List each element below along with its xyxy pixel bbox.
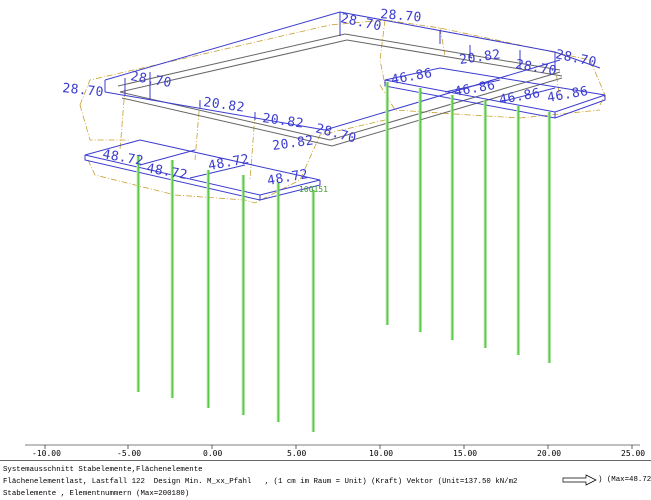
label-right-cap-2: 46.86 [453, 78, 497, 100]
scale-tick-7: 20.00 [537, 449, 561, 458]
label-mid-right-a: 28.70 [314, 121, 358, 146]
legend-footer: Systemausschnitt Stabelemente,Flächenele… [0, 461, 651, 500]
label-right-beam-c: 28.70 [554, 47, 598, 70]
scale-tick-8: 25.00 [621, 449, 645, 458]
beams [117, 33, 563, 147]
label-left-cap-1: 48.72 [101, 147, 145, 169]
footer-line-1: Systemausschnitt Stabelemente,Flächenele… [3, 466, 203, 474]
label-left-cap-4: 48.72 [266, 167, 310, 189]
label-left-beam: 28.70 [129, 69, 173, 91]
label-top-beam-b: 28.70 [380, 7, 423, 26]
load-vectors-top [104, 11, 601, 131]
pile-highlights [136, 82, 549, 432]
label-mid-beam-c: 20.82 [271, 133, 314, 154]
scale-tick-6: 15.00 [453, 449, 477, 458]
footer-divider [0, 460, 651, 461]
label-mid-beam-b: 20.82 [261, 111, 304, 132]
label-right-beam-a: 20.82 [458, 47, 501, 68]
label-mid-beam-a: 20.82 [202, 95, 245, 116]
label-left-cap-2: 48.72 [145, 161, 189, 183]
right-pile-cap [384, 67, 606, 119]
left-pile-cap [84, 139, 321, 201]
label-right-cap-3: 46.86 [498, 86, 542, 108]
scale-tick-5: 10.00 [369, 449, 393, 458]
footer-line-2: Flächenelementlast, Lastfall 122 Design … [3, 478, 518, 486]
piles [136, 82, 551, 432]
structure-drawing: 28.70 28.70 28.70 28.70 20.82 20.82 20.8… [25, 7, 645, 458]
scale-bar: -10.00 -5.00 0.00 5.00 10.00 15.00 20.00… [25, 444, 645, 458]
value-labels: 28.70 28.70 28.70 28.70 20.82 20.82 20.8… [62, 7, 598, 194]
label-left-corner: 28.70 [62, 81, 105, 100]
scale-tick-4: 5.00 [287, 449, 306, 458]
vector-arrow-icon [562, 474, 597, 486]
load-envelope [79, 19, 606, 204]
footer-line-3: Stabelemente , Elementnummern (Max=20018… [3, 490, 190, 498]
scale-tick-3: 0.00 [203, 449, 222, 458]
scale-tick-2: -5.00 [117, 449, 141, 458]
label-right-beam-b: 28.70 [514, 57, 558, 79]
label-top-beam-a: 28.70 [339, 11, 383, 34]
label-right-cap-1: 46.86 [390, 66, 434, 88]
max-value-text: ) (Max=48.72) [598, 476, 651, 484]
label-left-cap-3: 48.72 [207, 152, 251, 174]
label-right-cap-4: 46.86 [546, 84, 590, 106]
scale-tick-1: -10.00 [32, 449, 61, 458]
node-number-label: 100151 [299, 185, 328, 194]
